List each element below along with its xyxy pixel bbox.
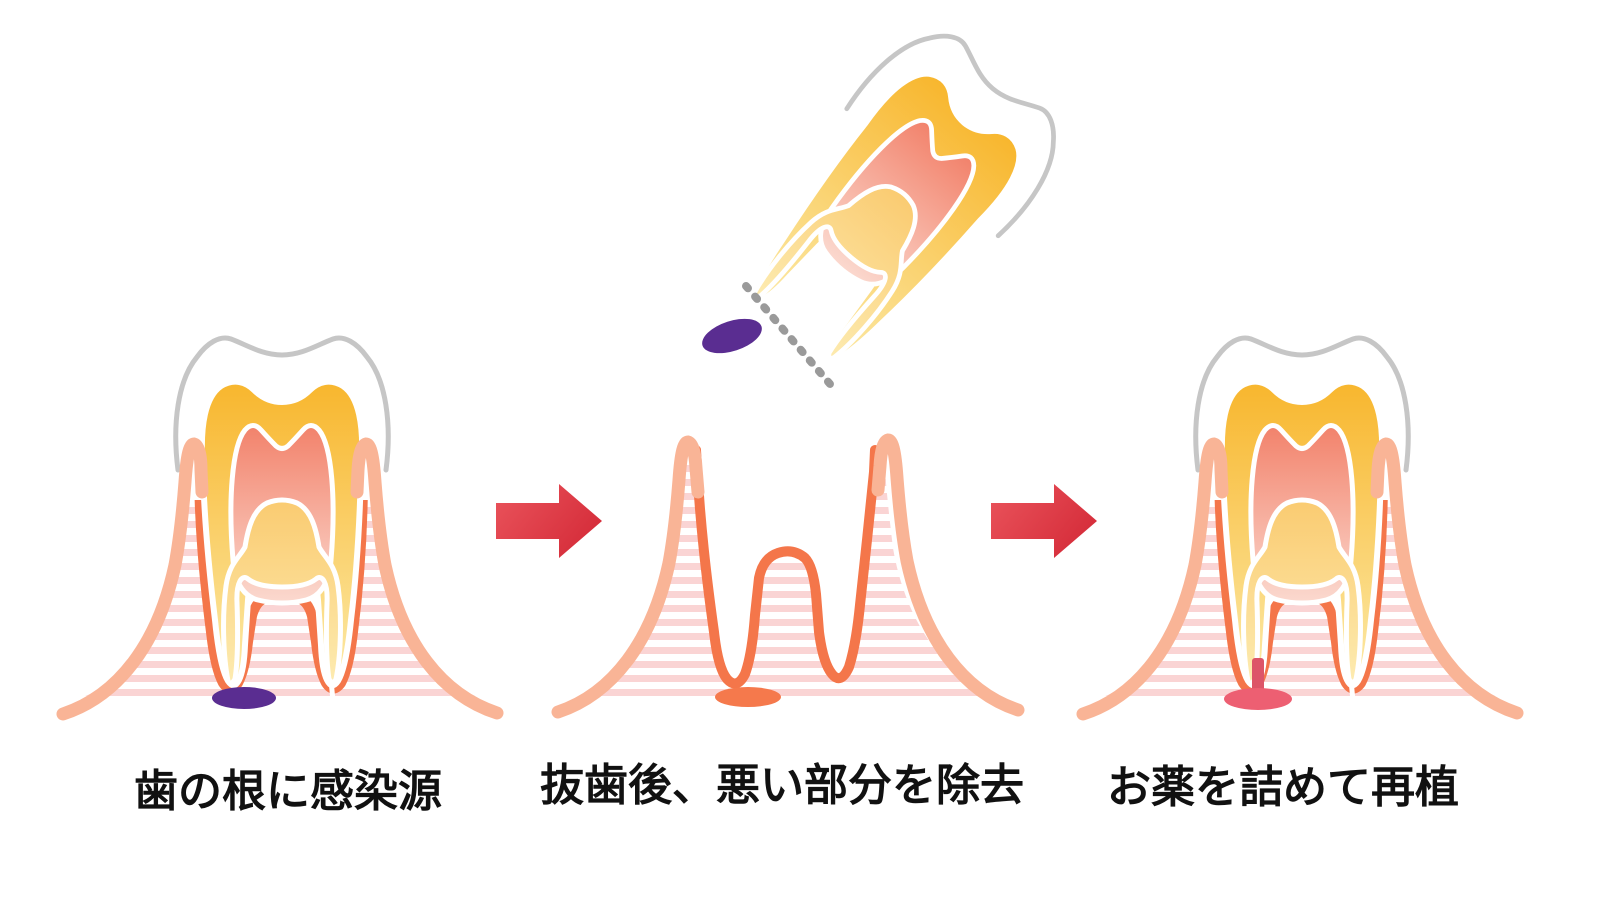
step1-infected-tooth: 歯の根に感染源 [63, 338, 497, 816]
extracted-tooth [714, 11, 1081, 393]
step2-extraction: 抜歯後、悪い部分を除去 [540, 11, 1080, 810]
socket-space [696, 430, 875, 684]
arrow-right-icon [991, 484, 1097, 558]
medicine-stem [1252, 658, 1264, 692]
step3-label: お薬を詰めて再植 [1107, 763, 1459, 812]
arrow-right-icon [496, 484, 602, 558]
medicine-plug [1224, 688, 1292, 710]
extraction-residue-oval [715, 687, 781, 707]
empty-socket-outline [691, 445, 880, 689]
infection-oval [212, 687, 276, 709]
replanted-tooth-panel [1083, 338, 1517, 722]
step2-label: 抜歯後、悪い部分を除去 [540, 761, 1024, 810]
gum-left [551, 435, 705, 719]
removed-infection-oval [702, 318, 762, 354]
infected-tooth-panel [63, 338, 497, 722]
step3-replanted-tooth: お薬を詰めて再植 [1083, 338, 1517, 812]
jawbone-striped [575, 458, 1003, 700]
gum-right [871, 433, 1025, 717]
step1-label: 歯の根に感染源 [134, 767, 442, 816]
